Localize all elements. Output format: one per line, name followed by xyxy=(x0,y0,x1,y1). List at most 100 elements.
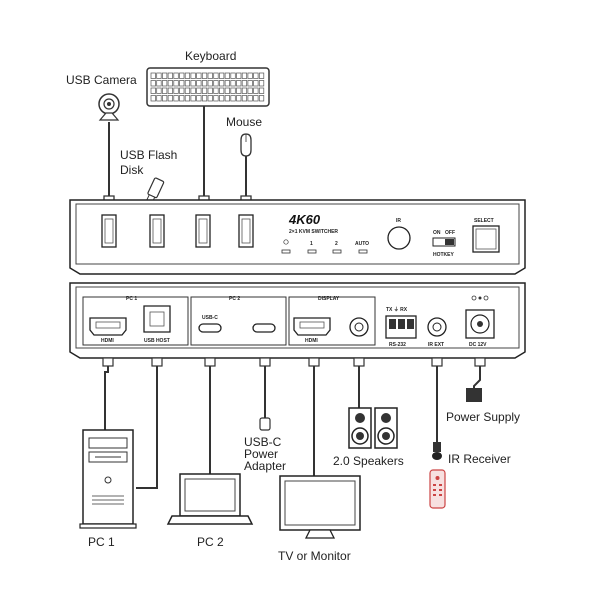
keyboard-key xyxy=(190,72,196,79)
remote-control-icon xyxy=(429,469,446,509)
keyboard-key xyxy=(219,87,225,94)
rear-pc1-label: PC 1 xyxy=(126,296,137,302)
rear-rs232-label: RS-232 xyxy=(389,342,406,348)
keyboard-key xyxy=(207,72,213,79)
ir-label: IR xyxy=(396,218,401,224)
mouse-label: Mouse xyxy=(226,115,262,129)
keyboard-key xyxy=(241,72,248,79)
keyboard-key xyxy=(167,95,173,102)
usbc-adapter-label-3: Adapter xyxy=(244,459,286,473)
keyboard-key xyxy=(253,80,259,87)
keyboard-key xyxy=(241,80,248,87)
keyboard-key xyxy=(247,80,253,87)
keyboard-key xyxy=(236,72,242,79)
ir-receiver-icon xyxy=(432,442,442,460)
keyboard-key xyxy=(247,95,253,102)
usbc-adapter-label-1: USB-C xyxy=(244,435,282,449)
keyboard-key xyxy=(213,72,219,79)
keyboard-key xyxy=(196,80,202,87)
model-subtitle: 2×1 KVM SWITCHER xyxy=(289,229,338,235)
keyboard-key xyxy=(258,87,265,94)
keyboard-key xyxy=(230,80,236,87)
rear-cables xyxy=(104,358,481,489)
keyboard-key xyxy=(184,72,191,79)
keyboard-key xyxy=(258,72,265,79)
keyboard-icon xyxy=(146,67,270,107)
keyboard-key xyxy=(190,95,196,102)
rear-hdmi-out-label: HDMI xyxy=(305,338,318,344)
usb-camera-label: USB Camera xyxy=(66,73,137,87)
pc1-label: PC 1 xyxy=(88,535,115,549)
keyboard-key xyxy=(219,72,225,79)
keyboard-key xyxy=(156,80,162,87)
keyboard-key xyxy=(241,95,248,102)
usb-flash-label-1: USB Flash xyxy=(120,148,177,162)
keyboard-key xyxy=(173,80,179,87)
keyboard-key xyxy=(196,95,202,102)
keyboard-key xyxy=(224,87,230,94)
rear-rs232-top-label: TX ⏚ RX xyxy=(386,306,408,313)
keyboard-key xyxy=(196,72,202,79)
keyboard-key xyxy=(179,87,185,94)
keyboard-key xyxy=(179,80,185,87)
speakers-label: 2.0 Speakers xyxy=(333,454,404,468)
keyboard-key xyxy=(196,87,202,94)
keyboard-key xyxy=(224,95,230,102)
rear-pc2-label: PC 2 xyxy=(229,296,240,302)
rear-hdmi-pc1-label: HDMI xyxy=(101,338,114,344)
usbc-adapter-label-2: Power xyxy=(244,447,278,461)
keyboard-key xyxy=(207,95,213,102)
ir-receiver-label: IR Receiver xyxy=(448,452,511,466)
keyboard-key xyxy=(219,80,225,87)
keyboard-key xyxy=(190,87,196,94)
keyboard-key xyxy=(150,95,156,102)
usb-flash-label-2: Disk xyxy=(120,163,144,177)
keyboard-key xyxy=(150,87,156,94)
keyboard-key xyxy=(230,95,236,102)
keyboard-key xyxy=(162,72,168,79)
keyboard-key xyxy=(167,72,173,79)
led-1-label: 1 xyxy=(310,241,313,247)
keyboard-key xyxy=(190,80,196,87)
keyboard-key xyxy=(167,80,173,87)
hotkey-label: HOTKEY xyxy=(433,252,455,258)
keyboard-key xyxy=(213,80,219,87)
keyboard-key xyxy=(213,95,219,102)
keyboard-key xyxy=(167,87,173,94)
led-2-label: 2 xyxy=(335,241,338,247)
keyboard-key xyxy=(179,95,185,102)
keyboard-key xyxy=(247,72,253,79)
rear-usb-host-label: USB HOST xyxy=(144,338,170,344)
speakers-icon xyxy=(348,407,398,449)
keyboard-key xyxy=(162,80,168,87)
keyboard-key xyxy=(224,72,230,79)
keyboard-key xyxy=(213,87,219,94)
pc2-laptop-icon xyxy=(166,473,254,525)
pc1-tower-icon xyxy=(79,429,137,529)
keyboard-key xyxy=(258,95,265,102)
keyboard-key xyxy=(230,72,236,79)
keyboard-key xyxy=(201,72,208,79)
rear-usbc-label: USB-C xyxy=(202,315,218,321)
keyboard-key xyxy=(236,95,242,102)
keyboard-key xyxy=(156,95,162,102)
keyboard-key xyxy=(173,95,179,102)
keyboard-key xyxy=(179,72,185,79)
led-auto-label: AUTO xyxy=(355,241,369,247)
usbc-power-adapter-icon xyxy=(259,417,271,431)
keyboard-key xyxy=(150,72,156,79)
keyboard-key xyxy=(241,87,248,94)
keyboard-key xyxy=(219,95,225,102)
power-supply-label: Power Supply xyxy=(446,410,520,424)
keyboard-key xyxy=(201,95,208,102)
keyboard-key xyxy=(162,87,168,94)
model-name: 4K60 xyxy=(288,212,321,227)
pc2-label: PC 2 xyxy=(197,535,224,549)
keyboard-key xyxy=(184,95,191,102)
keyboard-key xyxy=(162,95,168,102)
tv-monitor-label: TV or Monitor xyxy=(278,549,351,563)
keyboard-key xyxy=(150,80,156,87)
keyboard-key xyxy=(184,87,191,94)
front-panel xyxy=(69,199,526,275)
